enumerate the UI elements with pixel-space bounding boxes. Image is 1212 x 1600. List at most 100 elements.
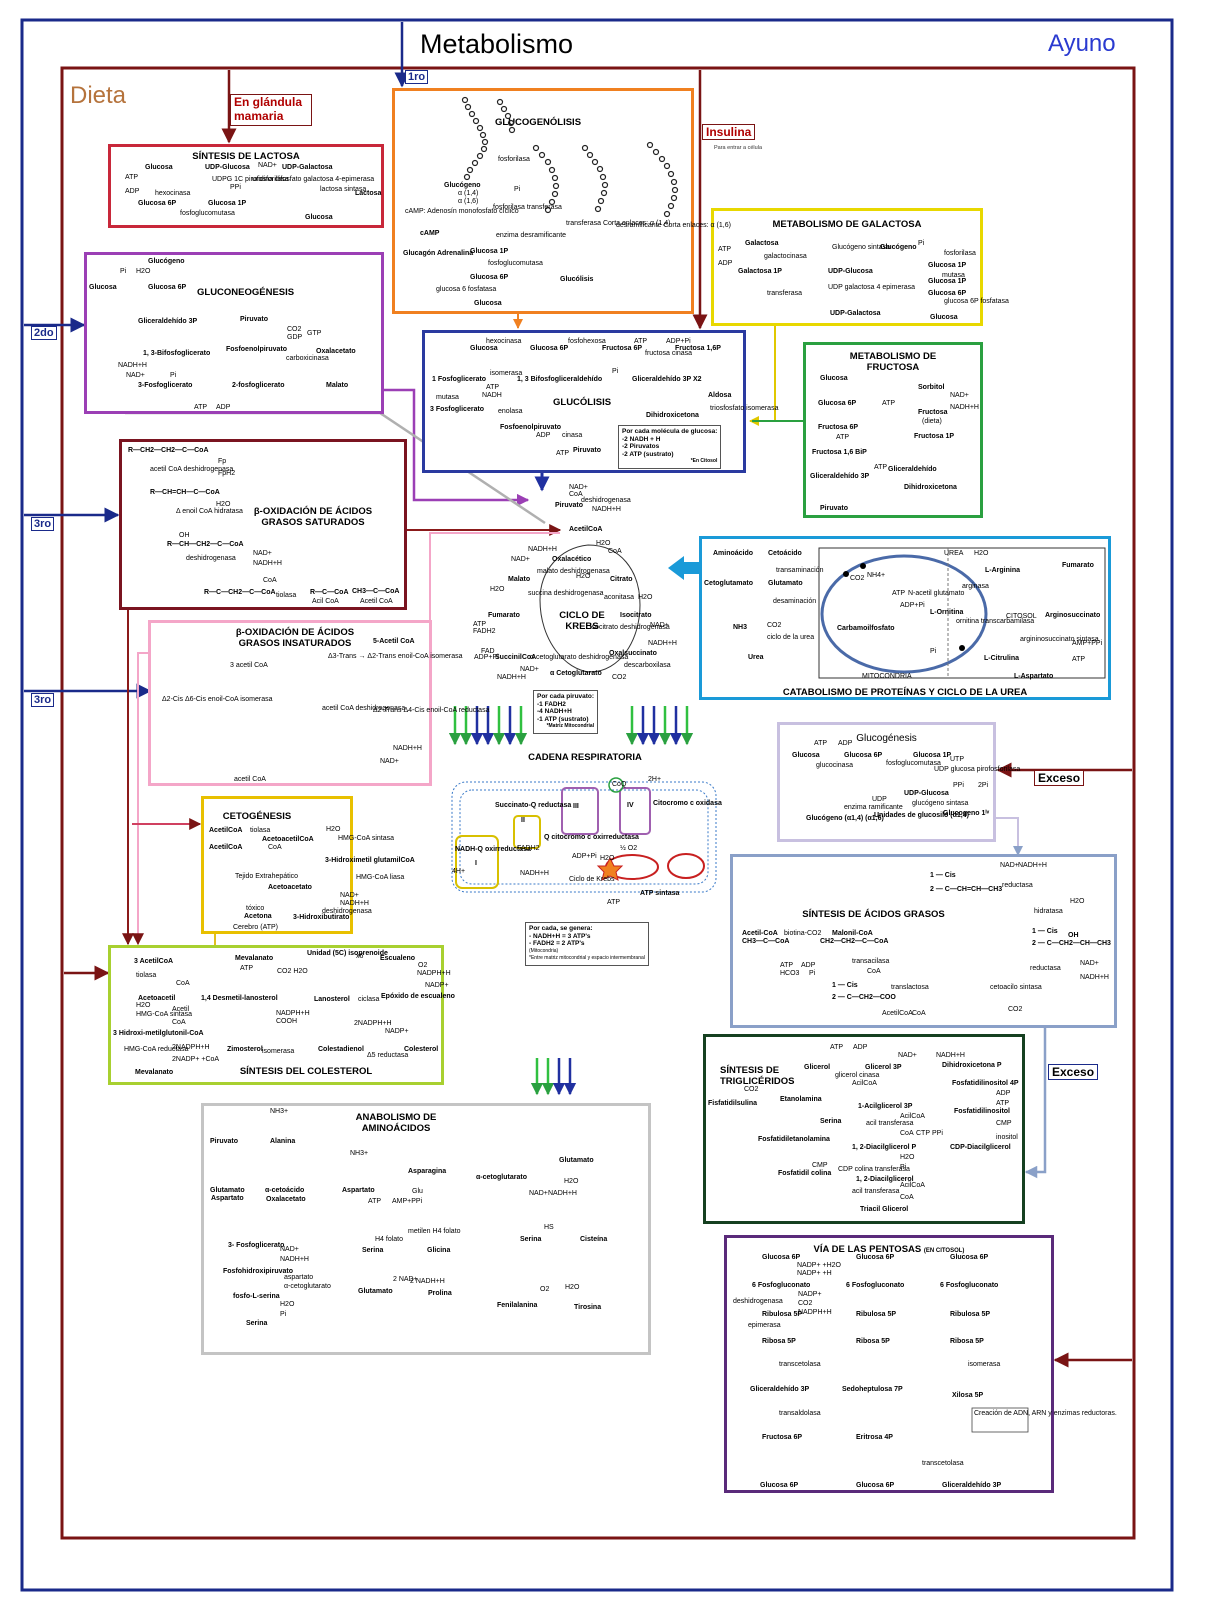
panel-ketogenesis: CETOGÉNESIS bbox=[201, 796, 353, 934]
pentoses-title-text: VÍA DE LAS PENTOSAS bbox=[813, 1244, 922, 1255]
respiratory-label-18: 2H+ bbox=[648, 776, 662, 783]
glycogenesis-label-2: Glucosa bbox=[792, 752, 820, 759]
krebs-label-2: CoA bbox=[569, 491, 583, 498]
krebs-label-29: α cetoglutarato deshidrogenasa bbox=[530, 654, 629, 661]
cholesterol-label-6: Acetil bbox=[172, 1006, 190, 1013]
ketogenesis-label-10: Acetoacetato bbox=[268, 884, 312, 891]
fatty-synth-label-10: CH3—C—CoA bbox=[742, 938, 790, 945]
galactose-label-7: Pi bbox=[918, 240, 925, 247]
amino-anabolism-label-12: Glu bbox=[412, 1188, 423, 1195]
urea-label-20: L-Ornitina bbox=[930, 609, 964, 616]
pentoses-label-6: CO2 bbox=[798, 1300, 813, 1307]
galactose-label-14: mutasa bbox=[942, 272, 965, 279]
fasting-label: Ayuno bbox=[1048, 30, 1116, 57]
amino-anabolism-label-0: Piruvato bbox=[210, 1138, 239, 1145]
galactose-label-18: Glucosa bbox=[930, 314, 958, 321]
fatty-synth-label-0: NAD+ bbox=[1000, 862, 1019, 869]
cholesterol-label-13: Mevalanato bbox=[235, 955, 274, 962]
amino-anabolism-label-13: α-cetoglutarato bbox=[476, 1174, 527, 1181]
amino-anabolism-title: ANABOLISMO DE AMINOÁCIDOS bbox=[355, 1112, 437, 1134]
gluconeogenesis-label-9: GDP bbox=[287, 334, 303, 341]
glycogenolysis-label-2: α (1,4) bbox=[458, 190, 479, 197]
pentoses-label-20: transcetolasa bbox=[779, 1361, 821, 1368]
krebs-note: Por cada piruvato: -1 FADH2 -4 NADH+H -1… bbox=[533, 690, 599, 734]
ketogenesis-label-14: tóxico bbox=[246, 905, 265, 912]
fatty-synth-label-12: ATP bbox=[780, 962, 794, 969]
glycolysis-note: Por cada molécula de glucosa: -2 NADH + … bbox=[618, 425, 722, 469]
krebs-label-0: Piruvato bbox=[555, 502, 584, 509]
triglycerides-label-14: ADP bbox=[996, 1090, 1011, 1097]
gluconeogenesis-label-4: Glucosa 6P bbox=[148, 284, 187, 291]
triglycerides-label-18: Fosfatidilinositol bbox=[954, 1108, 1010, 1115]
triglycerides-label-26: CDP-Diacilglicerol bbox=[950, 1144, 1011, 1151]
amino-anabolism-label-20: NADH+H bbox=[280, 1256, 309, 1263]
triglycerides-label-33: 1, 2-Diacilglicerol bbox=[856, 1176, 914, 1183]
lactose-label-15: NAD+ bbox=[258, 162, 277, 169]
beta-ox-sat-label-5: H2O bbox=[216, 501, 231, 508]
cholesterol-label-12: Mevalanato bbox=[135, 1069, 174, 1076]
urea-label-0: Aminoácido bbox=[713, 550, 754, 557]
pentoses-label-18: Ribosa 5P bbox=[950, 1338, 984, 1345]
amino-anabolism-label-31: Glicina bbox=[427, 1247, 451, 1254]
panel-fructose: METABOLISMO DE FRUCTOSA bbox=[803, 342, 983, 518]
fatty-synth-label-11: CH2—CH2—C—CoA bbox=[820, 938, 889, 945]
fructose-label-4: Glucosa 6P bbox=[818, 400, 857, 407]
pentoses-label-30: Glucosa 6P bbox=[856, 1482, 895, 1489]
galactose-label-9: Glucosa 1P bbox=[928, 262, 967, 269]
cholesterol-label-19: O2 bbox=[418, 962, 428, 969]
glycolysis-label-26: Piruvato bbox=[573, 447, 602, 454]
fructose-label-6: Fructosa bbox=[918, 409, 948, 416]
urea-label-15: CO2 bbox=[850, 575, 865, 582]
glycogenolysis-label-1: Glucógeno bbox=[444, 182, 481, 189]
insulin-tag: Insulina bbox=[702, 124, 756, 140]
glycogenesis-label-4: Glucosa 1P bbox=[913, 752, 952, 759]
gluconeogenesis-label-10: 1, 3-Bifosfoglicerato bbox=[143, 350, 211, 357]
gluconeogenesis-title: GLUCONEOGÉNESIS bbox=[197, 287, 295, 298]
triglycerides-label-28: H2O bbox=[900, 1154, 915, 1161]
lactose-label-11: fosfoglucomutasa bbox=[180, 210, 235, 217]
pentoses-label-22: Sedoheptulosa 7P bbox=[842, 1386, 903, 1393]
mammary-tag: En glándula mamaria bbox=[230, 94, 312, 126]
panel-triglycerides: SÍNTESIS DE TRIGLICÉRIDOS bbox=[703, 1034, 1025, 1224]
fatty-synth-label-21: AcetilCoA bbox=[882, 1010, 913, 1017]
ketogenesis-title: CETOGÉNESIS bbox=[222, 811, 292, 822]
pentoses-label-21: Gliceraldehído 3P bbox=[750, 1386, 810, 1393]
glycogenesis-label-8: UDP glucosa pirofosforilasa bbox=[934, 766, 1021, 773]
ketogenesis-label-16: 3-Hidroxibutirato bbox=[293, 914, 350, 921]
urea-label-25: argininosuccinato sintasa bbox=[1020, 636, 1099, 643]
urea-label-19: ADP+Pi bbox=[900, 602, 925, 609]
pentoses-label-9: epimerasa bbox=[748, 1322, 781, 1329]
gluconeogenesis-label-3: H2O bbox=[136, 268, 151, 275]
beta-ox-sat-label-7: OH bbox=[179, 532, 190, 539]
glycolysis-label-24: cinasa bbox=[562, 432, 583, 439]
cholesterol-label-26: NADPH+H bbox=[276, 1010, 310, 1017]
triglycerides-label-30: CMP bbox=[812, 1162, 828, 1169]
amino-anabolism-label-42: Tirosina bbox=[574, 1304, 602, 1311]
fatty-synth-label-3: 1 — Cis bbox=[930, 872, 956, 879]
fructose-label-13: Gliceraldehído bbox=[888, 466, 937, 473]
glycolysis-label-0: hexocinasa bbox=[486, 338, 522, 345]
amino-anabolism-label-18: 3- Fosfoglicerato bbox=[228, 1242, 285, 1249]
amino-anabolism-label-27: Serina bbox=[246, 1320, 268, 1327]
fructose-label-5: ATP bbox=[882, 400, 896, 407]
amino-anabolism-label-35: 2 NAD+ bbox=[393, 1276, 418, 1283]
urea-label-30: MITOCONDRIA bbox=[862, 673, 912, 680]
amino-anabolism-label-26: Pi bbox=[280, 1311, 287, 1318]
beta-ox-insat-label-1: Δ3-Trans → Δ2-Trans enoil-CoA isomerasa bbox=[328, 653, 463, 660]
respiratory-label-10: NADH-Q oxirreductasa bbox=[455, 846, 531, 853]
krebs-label-19: Fumarato bbox=[488, 612, 520, 619]
glycolysis-note-line-3: -2 Piruvatos bbox=[622, 443, 660, 450]
urea-label-24: Carbamoilfosfato bbox=[837, 625, 895, 632]
ketogenesis-label-4: CoA bbox=[268, 844, 282, 851]
galactose-label-12: transferasa bbox=[767, 290, 803, 297]
lactose-label-10: Glucosa 1P bbox=[208, 200, 247, 207]
fatty-synth-label-23: cetoacilo sintasa bbox=[990, 984, 1042, 991]
triglycerides-label-16: AcilCoA bbox=[900, 1113, 925, 1120]
fructose-label-0: Glucosa bbox=[820, 375, 848, 382]
panel-beta-ox-sat: β-OXIDACIÓN DE ÁCIDOS GRASOS SATURADOS bbox=[119, 439, 407, 610]
glycogenesis-label-9: PPi bbox=[953, 782, 964, 789]
respiratory-label-2: III bbox=[573, 803, 579, 810]
fatty-synth-label-15: Pi bbox=[809, 970, 816, 977]
krebs-note-line-2: -1 FADH2 bbox=[537, 700, 566, 708]
urea-label-29: ATP bbox=[1072, 656, 1086, 663]
